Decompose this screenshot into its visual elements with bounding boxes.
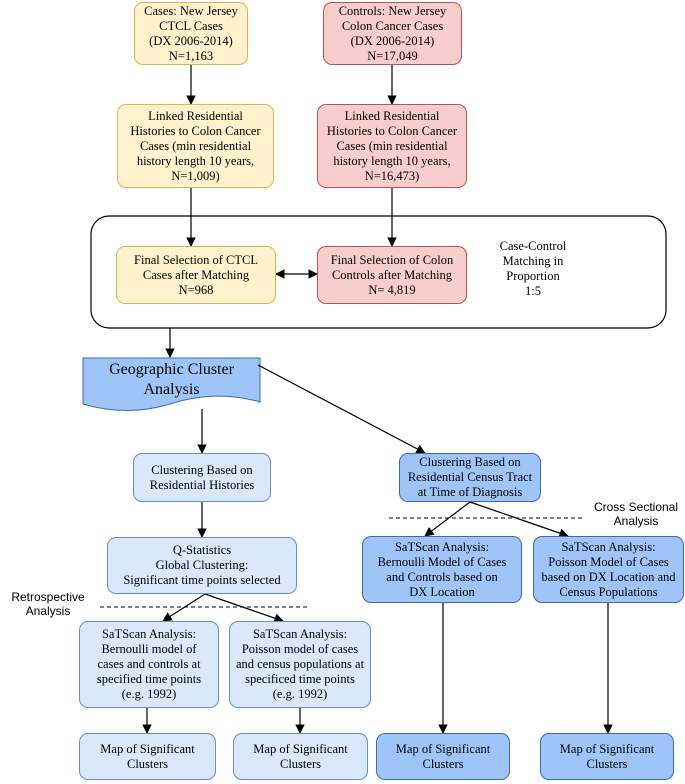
text-line: Colon Cancer Cases bbox=[341, 18, 444, 33]
text-line: N=17,049 bbox=[367, 48, 418, 63]
connectors bbox=[142, 65, 613, 734]
geo-cluster-shape bbox=[82, 357, 261, 411]
text-line: Residential Census Tract bbox=[407, 470, 533, 484]
text-line: Clustering Based on bbox=[151, 462, 253, 477]
arrow-qstat-to-bernoulli bbox=[162, 593, 206, 622]
text-line: specificed time points bbox=[245, 672, 355, 686]
text-line: based on DX Location and bbox=[541, 569, 676, 584]
text-line: Histories to Colon Cancer bbox=[326, 123, 458, 138]
text-line: Map of Significant bbox=[395, 741, 491, 756]
text-line: Census Populations bbox=[559, 584, 658, 599]
text-line: specified time points bbox=[96, 672, 202, 686]
text-line: SaTScan Analysis: bbox=[252, 627, 348, 641]
text-line: and census populations at bbox=[235, 657, 365, 671]
text-line: Controls: New Jersey bbox=[338, 3, 447, 18]
arrow-census-to-poisson bbox=[469, 501, 569, 538]
text-line: SaTScan Analysis: bbox=[394, 539, 490, 554]
satscan-bernoulli-cross-box: SaTScan Analysis:Bernoulli Model of Case… bbox=[362, 536, 522, 603]
text-line: and Controls based on bbox=[386, 569, 498, 584]
text-line: Poisson Model of Cases bbox=[548, 554, 669, 569]
text-line: (DX 2006-2014) bbox=[350, 33, 435, 48]
text-line: Histories to Colon Cancer bbox=[130, 123, 261, 138]
text-line: (DX 2006-2014) bbox=[149, 33, 233, 48]
text-line: Cross Sectional bbox=[593, 500, 679, 514]
text-line: Linked Residential bbox=[148, 108, 243, 123]
text-line: (e.g. 1992) bbox=[272, 687, 328, 701]
text-line: Analysis bbox=[25, 604, 71, 618]
text-line: Final Selection of CTCL bbox=[134, 252, 258, 267]
text-line: Clusters bbox=[127, 756, 168, 771]
text-line: Map of Significant bbox=[253, 741, 348, 756]
text-line: Case-Control bbox=[499, 239, 567, 253]
text-line: Cases after Matching bbox=[142, 267, 250, 282]
text-line: Clusters bbox=[422, 756, 464, 771]
arrow-qstat-to-poisson bbox=[204, 593, 284, 623]
text-line: history length 10 years, bbox=[333, 153, 451, 168]
text-line: N=1,163 bbox=[168, 48, 214, 63]
text-line: Significant time points selected bbox=[123, 573, 281, 587]
text-line: at Time of Diagnosis bbox=[417, 485, 523, 499]
text-line: Cases (min residential bbox=[139, 138, 252, 153]
text-line: Clustering Based on bbox=[419, 455, 521, 469]
text-line: Bernoulli Model of Cases bbox=[377, 554, 507, 569]
text-line: cases and controls at bbox=[97, 657, 201, 671]
text-line: Clusters bbox=[586, 756, 628, 771]
text-line: Residential Histories bbox=[149, 477, 255, 492]
text-line: CTCL Cases bbox=[159, 18, 223, 33]
arrow-census-to-bernoulli bbox=[424, 501, 471, 537]
text-line: Proportion bbox=[506, 269, 560, 283]
text-line: Linked Residential bbox=[344, 108, 440, 123]
text-line: Q-Statistics bbox=[172, 543, 232, 557]
text-line: Matching in bbox=[502, 254, 564, 268]
text-line: 1:5 bbox=[525, 284, 541, 298]
text-line: N=968 bbox=[178, 282, 214, 297]
geo-cluster-line-1: Geographic Cluster bbox=[109, 361, 234, 378]
text-line: Clusters bbox=[280, 756, 321, 771]
text-line: (e.g. 1992) bbox=[121, 687, 177, 701]
text-line: Bernoulli model of bbox=[101, 642, 197, 656]
geo-cluster-line-2: Analysis bbox=[143, 381, 200, 398]
text-line: Poisson model of cases bbox=[241, 642, 359, 656]
text-line: history length 10 years, bbox=[136, 153, 255, 168]
text-line: N= 4,819 bbox=[368, 282, 416, 297]
text-line: SaTScan Analysis: bbox=[561, 539, 656, 554]
text-line: DX Location bbox=[409, 584, 475, 599]
text-line: Global Clustering: bbox=[155, 558, 249, 572]
text-line: Map of Significant bbox=[559, 741, 655, 756]
text-line: Cases (min residential bbox=[336, 138, 448, 153]
text-line: Analysis bbox=[613, 514, 659, 528]
matching-group-frame bbox=[90, 215, 667, 329]
text-line: N=16,473) bbox=[364, 168, 420, 183]
text-line: SaTScan Analysis: bbox=[101, 627, 197, 641]
text-line: Retrospective bbox=[11, 590, 85, 604]
text-line: Final Selection of Colon bbox=[330, 252, 454, 267]
text-line: Map of Significant bbox=[100, 741, 195, 756]
geo-cluster-label: Geographic Cluster Analysis bbox=[83, 360, 260, 400]
text-line: Controls after Matching bbox=[331, 267, 453, 282]
arrow-geo-to-census bbox=[257, 364, 426, 454]
text-line: N=1,009) bbox=[171, 168, 220, 183]
text-line: Cases: New Jersey bbox=[144, 3, 238, 18]
